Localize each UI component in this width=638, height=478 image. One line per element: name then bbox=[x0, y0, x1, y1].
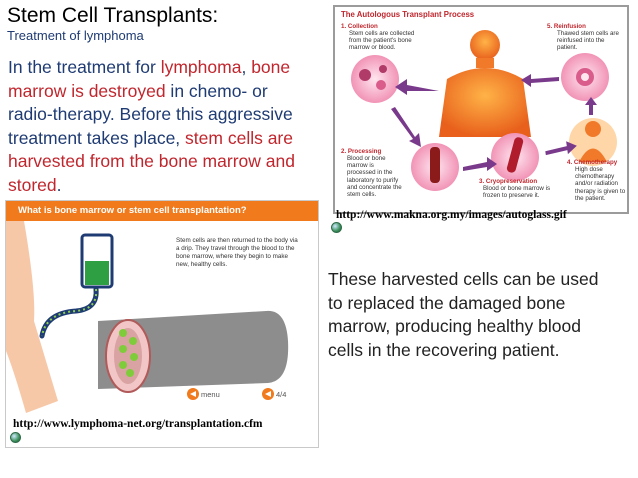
autologous-illustration bbox=[351, 30, 617, 191]
globe-icon bbox=[331, 222, 342, 233]
step4-text: High dose chemotherapy and/or radiation … bbox=[575, 166, 626, 202]
intro-text-3: in chemo- or radio-therapy. Before this … bbox=[8, 80, 293, 148]
step5-heading: 5. Reinfusion bbox=[547, 23, 586, 30]
slide-title: Stem Cell Transplants: bbox=[7, 4, 219, 27]
menu-label[interactable]: menu bbox=[201, 390, 220, 399]
intro-text-2: , bbox=[241, 57, 252, 77]
intro-paragraph: In the treatment for lymphoma, bone marr… bbox=[8, 56, 308, 197]
intro-highlight-lymphoma: lymphoma bbox=[160, 57, 242, 77]
collection-cells-image bbox=[351, 55, 399, 103]
body-silhouette bbox=[439, 30, 531, 137]
arm-image bbox=[6, 221, 58, 413]
intro-highlight-bone-marrow: bone marrow is destroyed bbox=[8, 57, 291, 101]
autologous-title: The Autologous Transplant Process bbox=[341, 10, 475, 19]
step4-heading: 4. Chemotherapy bbox=[567, 159, 618, 166]
step1-text: Stem cells are collected from the patien… bbox=[349, 30, 415, 52]
step3-text: Blood or bone marrow is frozen to preser… bbox=[483, 185, 551, 200]
globe-icon bbox=[10, 432, 21, 443]
lymphoma-figure-header-bar: What is bone marrow or stem cell transpl… bbox=[6, 201, 318, 221]
lymphoma-figure-header: What is bone marrow or stem cell transpl… bbox=[18, 205, 247, 216]
chemotherapy-image bbox=[569, 118, 617, 166]
intro-text-1: In the treatment for bbox=[8, 57, 161, 77]
autologous-source-url[interactable]: http://www.makna.org.my/images/autoglass… bbox=[336, 209, 567, 221]
step5-text: Thawed stem cells are reinfused into the… bbox=[557, 30, 619, 52]
step2-heading: 2. Processing bbox=[341, 148, 382, 155]
lymphoma-transplant-figure: What is bone marrow or stem cell transpl… bbox=[5, 200, 319, 448]
step1-heading: 1. Collection bbox=[341, 23, 378, 30]
step2-text: Blood or bone marrow is processed in the… bbox=[347, 155, 402, 199]
lymphoma-figure-description: Stem cells are then returned to the body… bbox=[176, 237, 298, 268]
intro-highlight-stem-cells: stem cells are harvested from the bone m… bbox=[8, 127, 295, 195]
autologous-transplant-figure: The Autologous Transplant Process 1. Col… bbox=[333, 5, 629, 214]
intro-text-4: . bbox=[56, 174, 62, 195]
lymphoma-source-url[interactable]: http://www.lymphoma-net.org/transplantat… bbox=[13, 418, 263, 430]
process-arrows bbox=[391, 74, 597, 171]
step3-heading: 3. Cryopreservation bbox=[479, 178, 538, 185]
drip-illustration bbox=[6, 221, 289, 413]
slide-subtitle: Treatment of lymphoma bbox=[7, 28, 144, 43]
page-indicator: 4/4 bbox=[276, 390, 287, 399]
harvest-paragraph: These harvested cells can be used to rep… bbox=[328, 269, 599, 360]
